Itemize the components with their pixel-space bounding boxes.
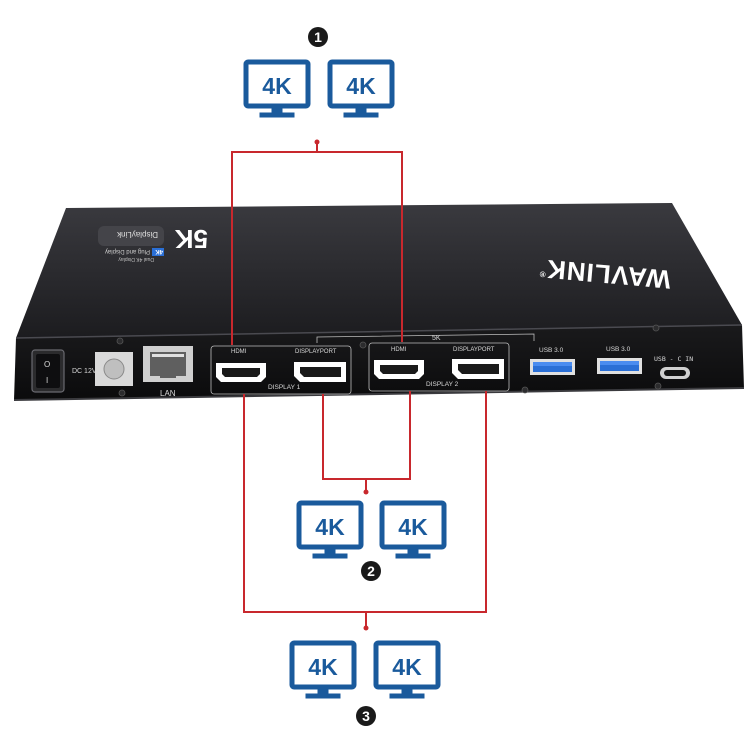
- switch-off-label: I: [46, 376, 48, 385]
- display1-dp-label: DISPLAYPORT: [295, 349, 337, 355]
- top-badge-dual: Dual 4K Display: [118, 256, 154, 262]
- power-switch[interactable]: O I: [31, 349, 65, 393]
- monitor-set-3: 4K 4K: [292, 643, 438, 698]
- usb-a1-label: USB 3.0: [539, 347, 564, 354]
- wire-group2: [322, 391, 411, 492]
- lan-port[interactable]: [143, 346, 193, 382]
- monitor-label: 4K: [308, 654, 338, 680]
- top-badge-tag-label: 4K: [155, 248, 163, 254]
- top-badge-big: 5K: [175, 224, 208, 254]
- screw-icon: [116, 337, 124, 345]
- screw-icon: [652, 324, 660, 332]
- display1-group: HDMI DISPLAYPORT DISPLAY 1: [210, 345, 352, 395]
- display1-hdmi-label: HDMI: [231, 349, 247, 355]
- usbc-label: USB - C IN: [654, 355, 693, 363]
- top-badge: 5K DisplayLink 4K Plug and Display Dual …: [98, 224, 208, 262]
- monitor-icon: 4K: [246, 62, 308, 117]
- monitor-label: 4K: [315, 514, 345, 540]
- monitor-set-1: 4K 4K: [246, 62, 392, 117]
- monitor-icon: 4K: [382, 503, 444, 558]
- group-5k-label: 5K: [432, 335, 441, 342]
- monitor-icon: 4K: [292, 643, 354, 698]
- monitor-label: 4K: [262, 73, 292, 99]
- display2-group: HDMI DISPLAYPORT DISPLAY 2: [368, 342, 510, 392]
- marker-2-label: 2: [367, 563, 375, 579]
- screw-icon: [359, 341, 367, 349]
- top-badge-tag-text: Plug and Display: [105, 248, 150, 254]
- monitor-icon: 4K: [299, 503, 361, 558]
- display2-dp-label: DISPLAYPORT: [453, 347, 495, 353]
- screw-icon: [118, 389, 126, 397]
- dock-top-surface: [16, 203, 742, 338]
- lan-label: LAN: [160, 389, 176, 398]
- marker-1-label: 1: [314, 29, 322, 45]
- usbc-port[interactable]: [660, 367, 690, 379]
- docking-station: 5K DisplayLink 4K Plug and Display Dual …: [13, 203, 745, 401]
- connection-wires: [231, 139, 487, 631]
- wire-group3: [243, 391, 487, 628]
- marker-3-label: 3: [362, 708, 370, 724]
- display1-group-label: DISPLAY 1: [268, 384, 301, 391]
- monitor-icon: 4K: [330, 62, 392, 117]
- display2-hdmi-label: HDMI: [391, 347, 407, 353]
- usb-a2-port[interactable]: [597, 358, 642, 374]
- monitor-icon: 4K: [376, 643, 438, 698]
- screw-icon: [654, 382, 662, 390]
- monitor-set-2: 4K 4K: [299, 503, 444, 558]
- wire-node-2: [363, 489, 369, 495]
- marker-1: 1: [308, 27, 328, 47]
- monitor-label: 4K: [346, 73, 376, 99]
- brand-registered-mark: ®: [538, 269, 546, 279]
- top-badge-sub: DisplayLink: [116, 230, 158, 239]
- top-badge-tag: [152, 248, 164, 256]
- monitor-label: 4K: [392, 654, 422, 680]
- display1-hdmi-port[interactable]: [216, 363, 266, 382]
- display2-group-label: DISPLAY 2: [426, 381, 459, 388]
- display2-hdmi-port[interactable]: [374, 360, 424, 379]
- usb-a1-port[interactable]: [530, 359, 575, 375]
- marker-2: 2: [361, 561, 381, 581]
- monitor-label: 4K: [398, 514, 428, 540]
- display1-displayport-port[interactable]: [294, 362, 346, 382]
- wire-node-1: [314, 139, 320, 145]
- switch-on-label: O: [44, 360, 50, 369]
- display2-displayport-port[interactable]: [452, 359, 504, 379]
- usb-a2-label: USB 3.0: [606, 346, 631, 353]
- power-label: DC 12V: [72, 368, 97, 375]
- marker-3: 3: [356, 706, 376, 726]
- dc-power-port[interactable]: [95, 352, 133, 386]
- wire-node-3: [363, 625, 369, 631]
- screw-icon: [521, 386, 529, 394]
- displaylink-logo: [98, 226, 164, 246]
